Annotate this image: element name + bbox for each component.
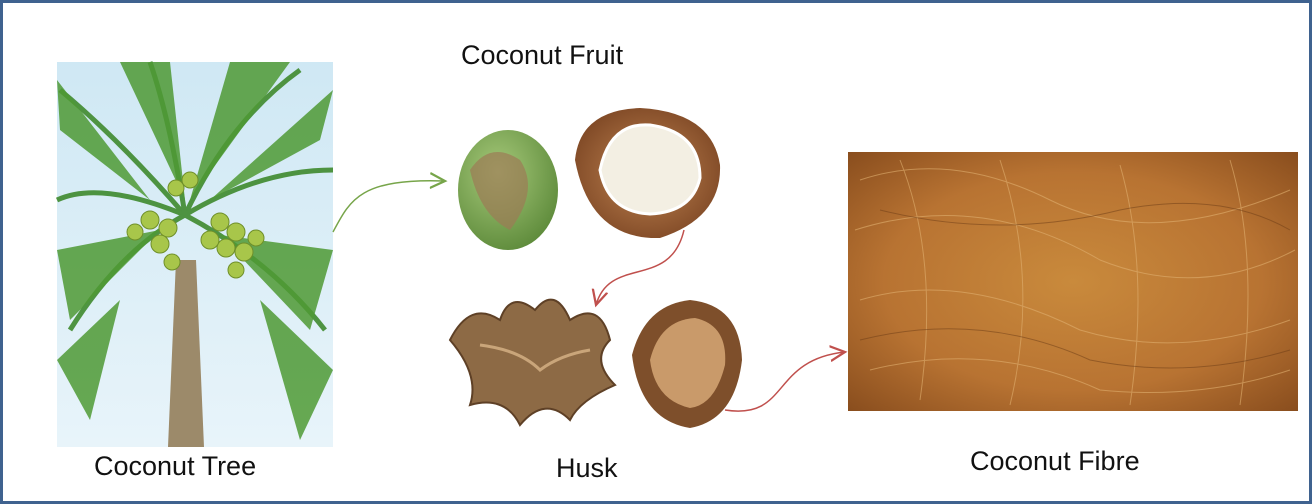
arrow-fruit-to-husk [596, 230, 684, 305]
coconut-fibre-image [848, 152, 1298, 411]
caption-coconut-fibre: Coconut Fibre [970, 446, 1140, 477]
arrow-tree-to-fruit [333, 181, 445, 232]
coconut-fruit-image [458, 108, 720, 250]
coconut-tree-image [57, 62, 333, 447]
caption-husk: Husk [556, 453, 618, 484]
husk-image [450, 300, 742, 428]
caption-coconut-tree: Coconut Tree [94, 451, 256, 482]
arrow-husk-to-fibre [725, 352, 845, 411]
caption-coconut-fruit: Coconut Fruit [461, 40, 623, 71]
